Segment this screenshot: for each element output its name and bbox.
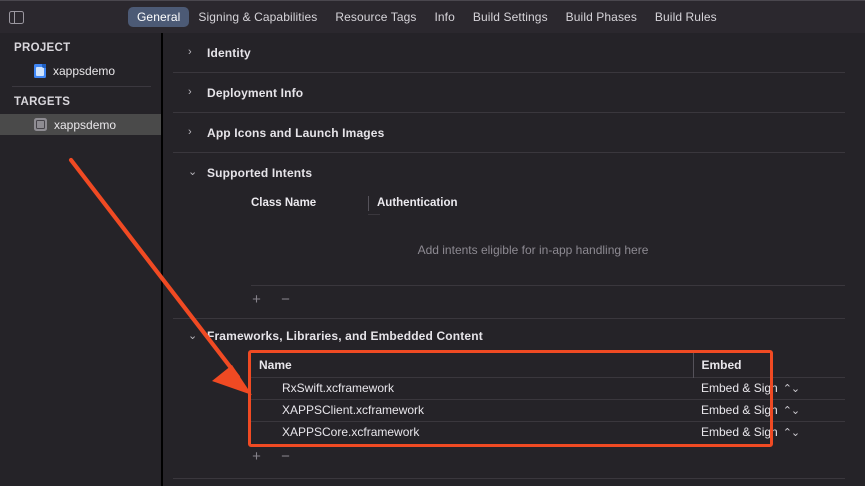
- tab-signing-capabilities[interactable]: Signing & Capabilities: [198, 10, 318, 24]
- column-header-authentication[interactable]: Authentication: [368, 195, 458, 211]
- section-divider: [173, 478, 845, 479]
- project-targets-sidebar: PROJECT xappsdemo TARGETS xappsdemo: [0, 33, 163, 486]
- section-divider: [173, 318, 845, 319]
- section-header-supported-intents[interactable]: ⌄ Supported Intents: [165, 153, 865, 192]
- tab-build-phases[interactable]: Build Phases: [565, 10, 637, 24]
- chevron-right-icon: ›: [188, 86, 192, 98]
- section-title: App Icons and Launch Images: [207, 125, 385, 140]
- section-title: Identity: [207, 45, 251, 60]
- sidebar-item-label: xappsdemo: [54, 117, 117, 132]
- sidebar-item-target-xappsdemo[interactable]: xappsdemo: [0, 114, 161, 135]
- tab-resource-tags[interactable]: Resource Tags: [335, 10, 417, 24]
- section-header-frameworks[interactable]: ⌄ Frameworks, Libraries, and Embedded Co…: [165, 319, 865, 353]
- tab-general[interactable]: General: [128, 7, 190, 27]
- column-header-underline: [368, 214, 380, 215]
- framework-name: XAPPSCore.xcframework: [251, 420, 693, 443]
- framework-name: XAPPSClient.xcframework: [251, 398, 693, 421]
- frameworks-table-controls: + −: [165, 443, 865, 467]
- stepper-chevrons-icon: ⌃⌄: [782, 405, 800, 417]
- table-header-row: Name Embed: [251, 353, 845, 377]
- chevron-down-icon: ⌄: [188, 166, 198, 178]
- table-header-row: Class Name Authentication: [251, 192, 845, 214]
- section-divider: [173, 112, 845, 113]
- stepper-chevrons-icon: ⌃⌄: [782, 427, 800, 440]
- sidebar-section-targets: TARGETS: [14, 96, 71, 108]
- chevron-down-icon: ⌄: [188, 329, 198, 342]
- intents-empty-message: Add intents eligible for in-app handling…: [417, 243, 649, 257]
- section-title: Frameworks, Libraries, and Embedded Cont…: [207, 329, 483, 343]
- chevron-right-icon: ›: [188, 46, 192, 58]
- sidebar-item-project-xappsdemo[interactable]: xappsdemo: [0, 60, 161, 81]
- embed-value: Embed & Sign: [701, 425, 778, 440]
- sidebar-section-project: PROJECT: [14, 42, 71, 54]
- intents-table-controls: + −: [251, 286, 845, 310]
- frameworks-table-wrapper: Name Embed RxSwift.xcframework Embed & S…: [165, 353, 865, 443]
- section-title: Supported Intents: [207, 165, 313, 180]
- add-intent-button[interactable]: +: [252, 291, 261, 308]
- table-footer-rule: [251, 285, 845, 286]
- section-header-identity[interactable]: › Identity: [165, 33, 865, 72]
- add-framework-button[interactable]: +: [252, 448, 261, 465]
- section-divider: [173, 152, 845, 153]
- sidebar-toggle-icon: [8, 10, 24, 24]
- embed-value: Embed & Sign: [701, 403, 778, 417]
- sidebar-divider: [12, 86, 151, 87]
- sidebar-toggle-button[interactable]: [0, 1, 32, 34]
- embed-value: Embed & Sign: [701, 381, 778, 395]
- embed-dropdown[interactable]: Embed & Sign ⌃⌄: [693, 420, 845, 443]
- tab-info[interactable]: Info: [434, 10, 455, 24]
- project-document-icon: [34, 63, 46, 78]
- supported-intents-table: Class Name Authentication Add intents el…: [165, 192, 865, 310]
- tab-build-settings[interactable]: Build Settings: [472, 10, 548, 24]
- remove-framework-button[interactable]: −: [281, 448, 290, 465]
- framework-name: RxSwift.xcframework: [251, 376, 693, 399]
- tab-list: General Signing & Capabilities Resource …: [128, 7, 726, 27]
- column-header-class-name[interactable]: Class Name: [251, 197, 317, 209]
- chevron-right-icon: ›: [188, 126, 192, 138]
- general-settings-panel: › Identity › Deployment Info › App Icons…: [165, 33, 865, 486]
- embed-dropdown[interactable]: Embed & Sign ⌃⌄: [693, 376, 845, 399]
- sidebar-item-label: xappsdemo: [53, 63, 116, 78]
- stepper-chevrons-icon: ⌃⌄: [782, 383, 800, 395]
- remove-intent-button[interactable]: −: [281, 291, 290, 308]
- table-row[interactable]: RxSwift.xcframework Embed & Sign ⌃⌄: [251, 376, 845, 399]
- table-row[interactable]: XAPPSClient.xcframework Embed & Sign ⌃⌄: [251, 398, 845, 421]
- tab-build-rules[interactable]: Build Rules: [654, 10, 717, 24]
- column-header-name[interactable]: Name: [259, 357, 292, 372]
- table-row[interactable]: XAPPSCore.xcframework Embed & Sign ⌃⌄: [251, 420, 845, 443]
- embed-dropdown[interactable]: Embed & Sign ⌃⌄: [693, 398, 845, 421]
- section-divider: [173, 72, 845, 73]
- section-header-deployment-info[interactable]: › Deployment Info: [165, 73, 865, 112]
- section-header-app-icons[interactable]: › App Icons and Launch Images: [165, 113, 865, 152]
- editor-tab-bar: General Signing & Capabilities Resource …: [0, 0, 865, 33]
- section-title: Deployment Info: [207, 85, 304, 100]
- column-header-embed[interactable]: Embed: [692, 353, 845, 377]
- frameworks-table: Name Embed RxSwift.xcframework Embed & S…: [251, 353, 845, 443]
- app-target-icon: [34, 118, 47, 131]
